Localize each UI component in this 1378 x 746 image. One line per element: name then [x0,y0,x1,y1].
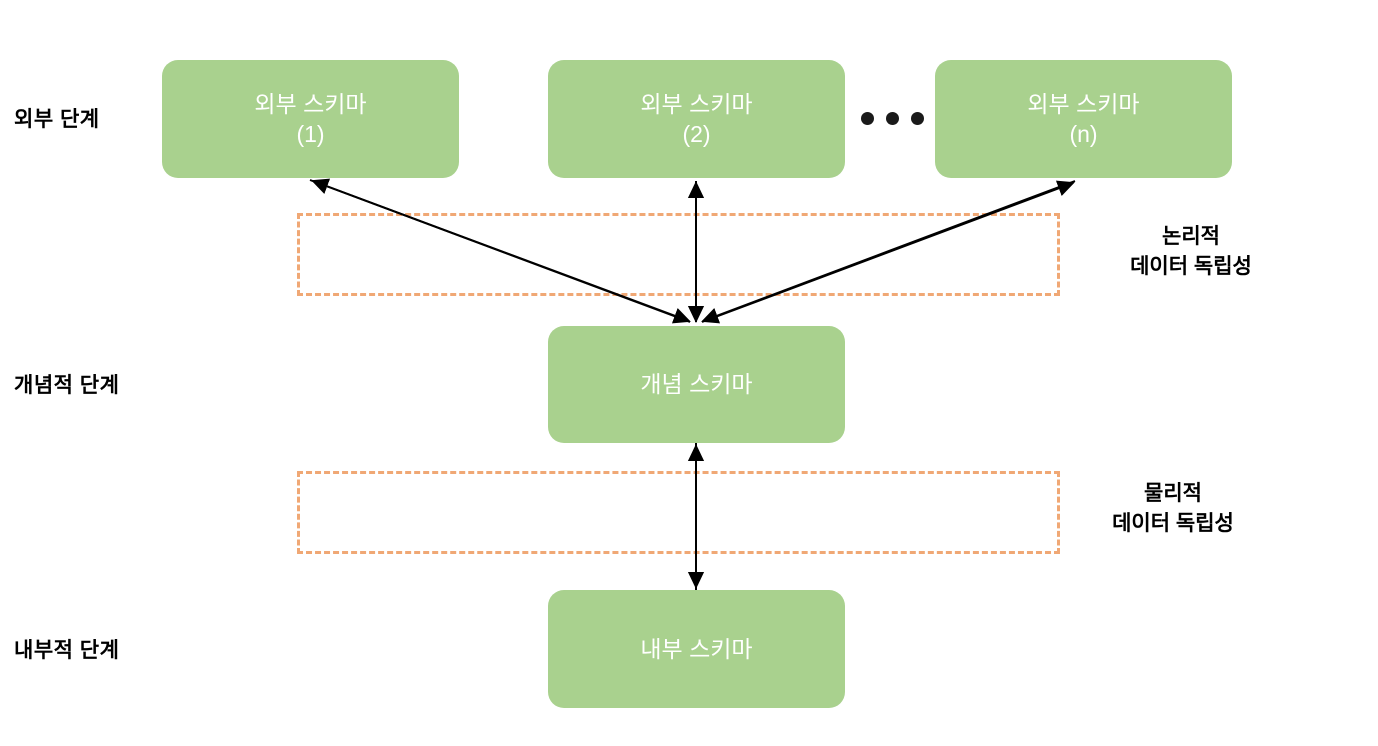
external-schema-title-2: 외부 스키마 [640,90,753,117]
external-schema-index-n: (n) [1069,121,1098,147]
ellipsis-dot-2 [886,112,899,125]
conceptual-schema-title: 개념 스키마 [640,371,753,398]
logical-independence-region [297,213,1060,296]
ellipsis-icon [861,112,924,125]
logical-independence-line1: 논리적 [1162,225,1220,248]
physical-independence-region [297,471,1060,554]
external-schema-index-1: (1) [296,121,325,147]
level-label-external: 외부 단계 [14,108,100,131]
external-schema-box-2[interactable]: 외부 스키마 (2) [548,60,845,178]
internal-schema-title: 내부 스키마 [640,635,753,662]
external-schema-index-2: (2) [682,121,711,147]
logical-independence-label: 논리적 데이터 독립성 [1091,222,1291,283]
conceptual-schema-box[interactable]: 개념 스키마 [548,326,845,443]
external-schema-title-n: 외부 스키마 [1027,90,1140,117]
level-label-internal: 내부적 단계 [14,639,120,662]
ellipsis-dot-3 [911,112,924,125]
external-schema-box-1[interactable]: 외부 스키마 (1) [162,60,459,178]
external-schema-title-1: 외부 스키마 [254,90,367,117]
external-schema-box-n[interactable]: 외부 스키마 (n) [935,60,1232,178]
internal-schema-box[interactable]: 내부 스키마 [548,590,845,708]
logical-independence-line2: 데이터 독립성 [1130,255,1252,279]
ellipsis-dot-1 [861,112,874,125]
physical-independence-label: 물리적 데이터 독립성 [1073,479,1273,540]
physical-independence-line1: 물리적 [1144,482,1202,505]
physical-independence-line2: 데이터 독립성 [1112,512,1234,536]
level-label-conceptual: 개념적 단계 [14,374,120,397]
